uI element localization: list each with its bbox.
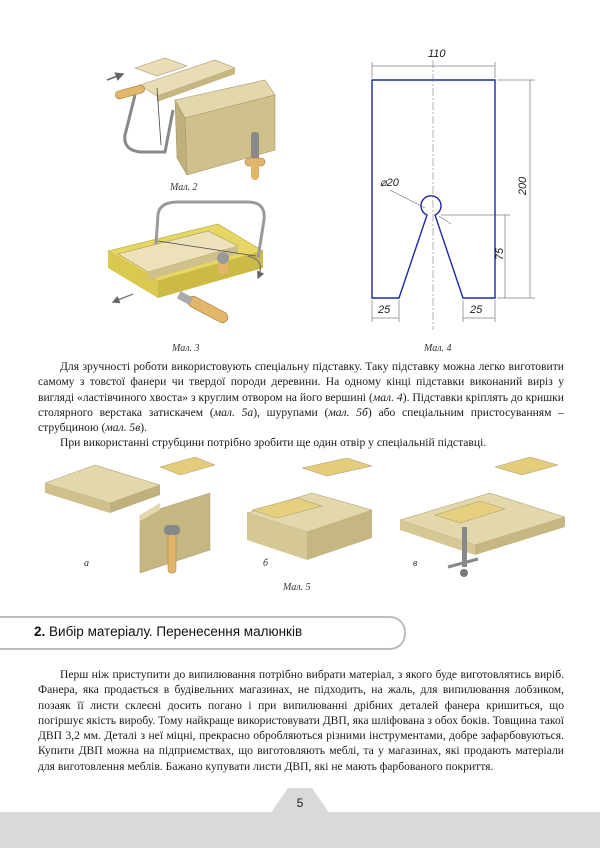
section-heading-frame [0, 616, 406, 650]
section-title: Вибір матеріалу. Перенесення малюнків [49, 624, 303, 639]
figure-3-caption: Мал. 3 [172, 343, 200, 354]
figure-2-caption: Мал. 2 [170, 182, 198, 193]
paragraph-material: Перш ніж приступити до випилювання потрі… [38, 668, 564, 773]
figure-5v-label: в [413, 558, 418, 569]
figure-5a-illustration [44, 456, 216, 574]
dim-notch-label: 75 [494, 247, 507, 261]
figure-4-caption: Мал. 4 [424, 343, 452, 354]
paragraph-clamp: При використанні струбцини потрібно зроб… [60, 436, 487, 449]
dim-diameter-label: ⌀20 [380, 177, 399, 189]
dim-width-label: 110 [428, 48, 446, 60]
figure-5v-illustration [400, 456, 566, 577]
figure-4-drawing [371, 60, 535, 330]
section-heading: 2. Вибір матеріалу. Перенесення малюнків [34, 624, 302, 639]
paragraph-stand: Для зручності роботи використовують спец… [38, 360, 564, 435]
dim-left-foot-label: 25 [378, 304, 391, 316]
page-tab-shape [270, 788, 330, 814]
figure-5a-label: а [84, 558, 89, 569]
page-number: 5 [296, 796, 304, 810]
figure-5b-label: б [263, 558, 269, 569]
footer-band [0, 812, 600, 848]
figure-3-illustration [107, 200, 266, 323]
dim-right-foot-label: 25 [470, 304, 483, 316]
figure-5-caption: Мал. 5 [283, 582, 311, 593]
dim-height-label: 200 [517, 176, 530, 196]
figure-2-illustration [106, 57, 276, 180]
figure-5b-illustration [246, 458, 373, 560]
section-number: 2. [34, 624, 46, 639]
stand-outline [371, 79, 496, 299]
